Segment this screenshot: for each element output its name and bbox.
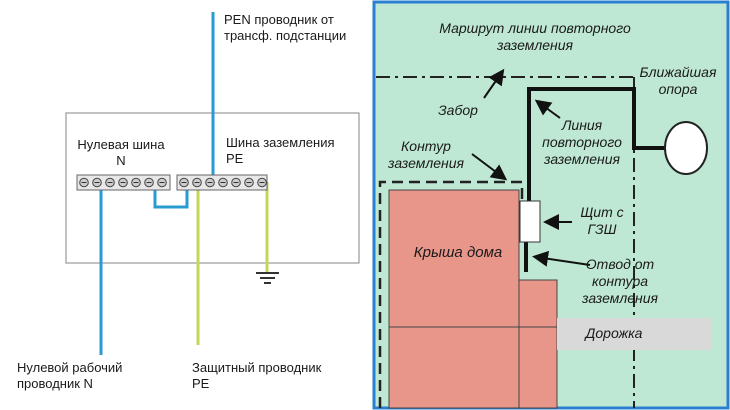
- loop-label-line1: Контур: [401, 138, 451, 154]
- panel-label-line1: Щит с: [580, 204, 624, 220]
- reground-label-line3: заземления: [543, 151, 621, 167]
- branch-label-line1: Отвод от: [585, 256, 655, 272]
- ground-bus-bar: [176, 174, 268, 191]
- loop-label-line2: заземления: [387, 155, 465, 171]
- pen-label-line2: трансф. подстанции: [224, 28, 347, 43]
- ground-loop-label: Контур заземления: [380, 138, 472, 172]
- ground-bus-label: Шина заземления PE: [226, 135, 335, 167]
- house-roof-label: Крыша дома: [406, 244, 510, 261]
- reground-label-line2: повторного: [542, 134, 622, 150]
- ground-bus-label-line1: Шина заземления: [226, 135, 335, 150]
- neutral-working-conductor-label: Нулевой рабочий проводник N: [17, 360, 122, 392]
- pole-label-line2: опора: [658, 81, 698, 97]
- porch-block-lower: [518, 326, 558, 409]
- pen-label-line1: PEN проводник от: [224, 12, 334, 27]
- fence-label: Забор: [430, 102, 486, 119]
- regrounding-line: [527, 87, 665, 201]
- earth-symbol-icon: [256, 272, 279, 284]
- reground-label-line1: Линия: [561, 117, 603, 133]
- protective-label-line1: Защитный проводник: [192, 360, 322, 375]
- panel-label: Щит с ГЗШ: [574, 204, 630, 238]
- walkway: [557, 318, 712, 350]
- ground-loop-arrow-icon: [471, 153, 508, 181]
- neutral-bus-label-line1: Нулевая шина: [77, 137, 165, 152]
- reground-line-arrow-icon: [534, 99, 561, 119]
- neutral-conductor-label-line2: проводник N: [17, 376, 93, 391]
- nearest-pole-label: Ближайшая опора: [630, 64, 726, 98]
- nearest-pole-icon: [664, 121, 708, 175]
- branch-label-line3: заземления: [581, 290, 659, 306]
- pole-label-line1: Ближайшая: [639, 64, 717, 80]
- pen-conductor-label: PEN проводник от трансф. подстанции: [224, 12, 346, 44]
- branch-arrow-icon: [532, 250, 591, 267]
- fence-label-text: Забор: [438, 102, 478, 118]
- neutral-conductor-label-line1: Нулевой рабочий: [17, 360, 123, 375]
- route-label: Маршрут линии повторного заземления: [410, 20, 660, 54]
- route-label-line1: Маршрут линии повторного: [439, 20, 631, 36]
- fence-arrow-icon: [483, 68, 505, 99]
- bus-bridge-wire: [153, 182, 189, 209]
- loop-branch-label: Отвод от контура заземления: [568, 256, 672, 307]
- neutral-bus-label-line2: N: [116, 153, 126, 168]
- porch-block-upper: [518, 279, 558, 328]
- route-label-line2: заземления: [496, 37, 574, 53]
- neutral-bus-bar: [76, 174, 171, 191]
- panel-with-main-ground-bus: [519, 200, 541, 243]
- neutral-bus-label: Нулевая шина N: [68, 137, 174, 169]
- walkway-label-text: Дорожка: [585, 325, 643, 341]
- protective-conductor-label: Защитный проводник PE: [192, 360, 321, 392]
- ground-bus-label-line2: PE: [226, 151, 244, 166]
- roof-label-text: Крыша дома: [413, 244, 503, 261]
- panel-label-line2: ГЗШ: [587, 221, 617, 237]
- walkway-label: Дорожка: [572, 325, 656, 342]
- branch-label-line2: контура: [591, 273, 649, 289]
- regrounding-line-label: Линия повторного заземления: [532, 117, 632, 168]
- protective-label-line2: PE: [192, 376, 210, 391]
- house-roof: [388, 189, 520, 409]
